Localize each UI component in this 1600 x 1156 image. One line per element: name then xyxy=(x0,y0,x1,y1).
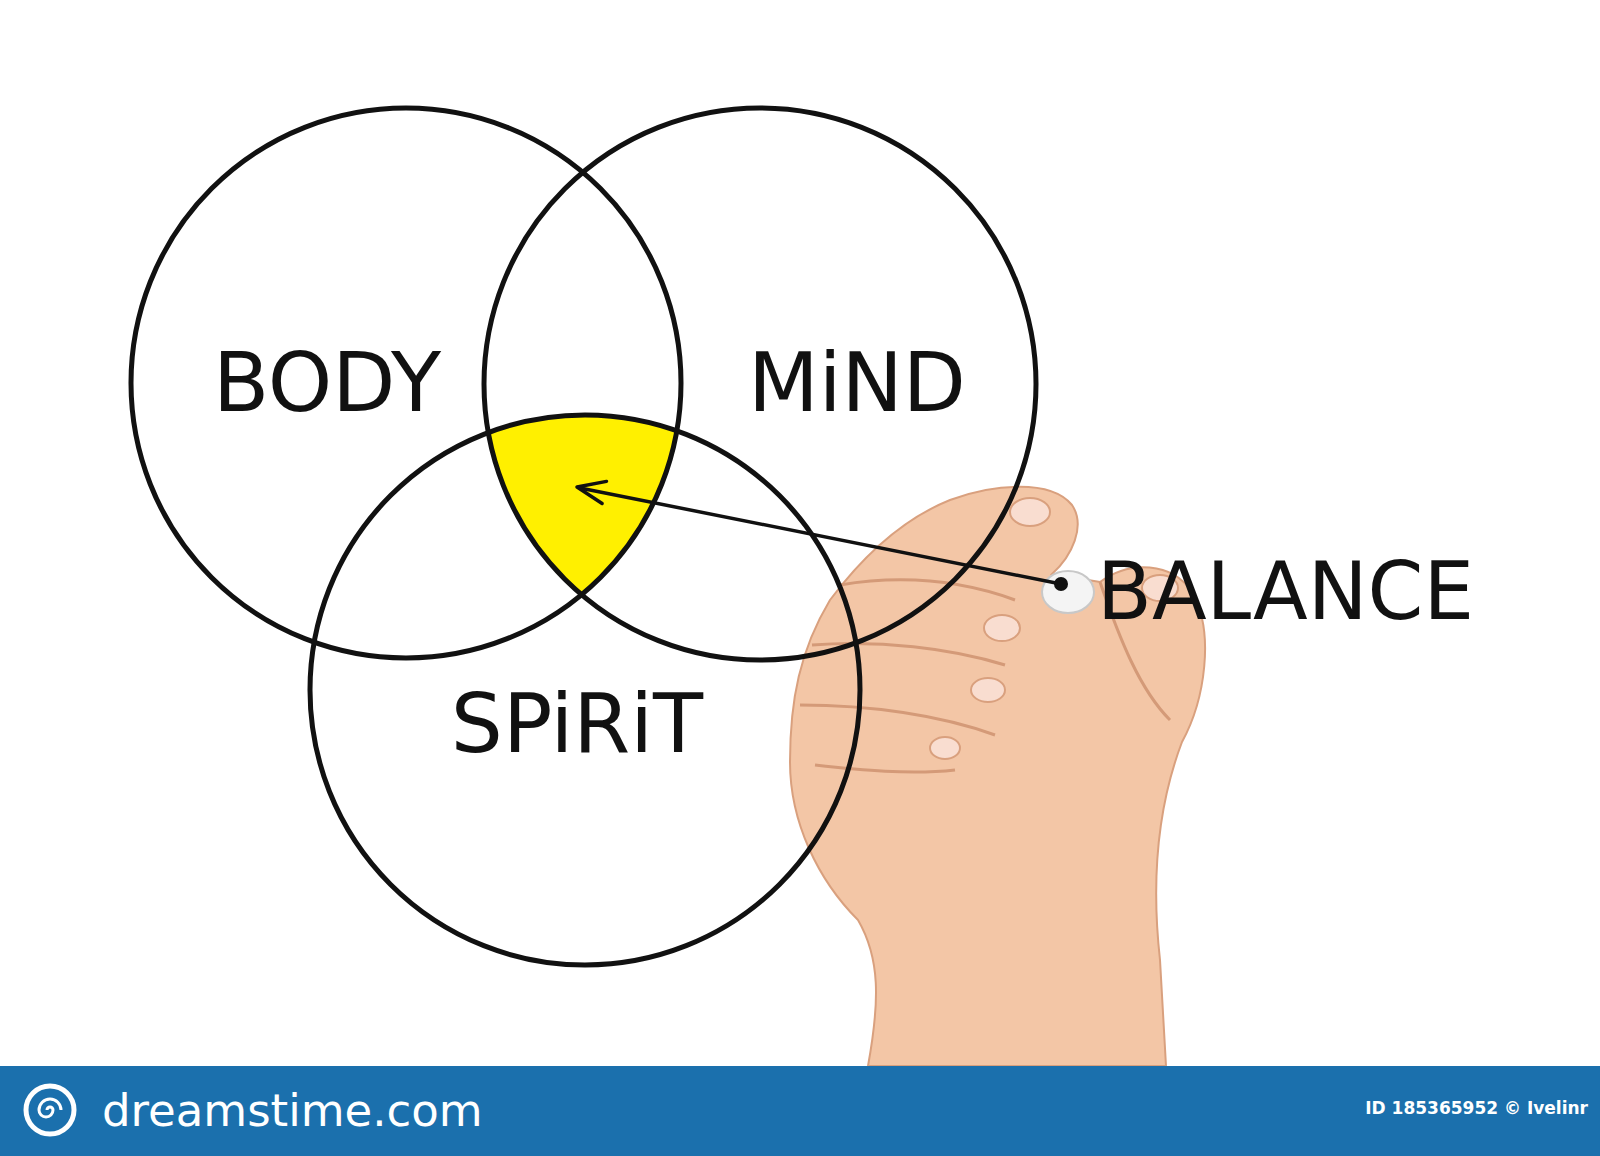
footer-logo xyxy=(26,1086,74,1134)
watermark-brand: dreamstime.com xyxy=(102,1088,483,1133)
circle-set: BODY xyxy=(125,102,687,664)
circle-outline xyxy=(484,108,1036,660)
marker-pen xyxy=(1042,571,1094,613)
intersection-highlight xyxy=(131,108,681,658)
set-label: BODY xyxy=(213,342,441,424)
set-label: SPiRiT xyxy=(451,683,703,765)
circle-outline xyxy=(310,415,860,965)
circle-set: SPiRiT xyxy=(304,409,866,971)
circle-set: MiND xyxy=(478,102,1042,666)
set-label: MiND xyxy=(748,342,966,424)
footer-bar xyxy=(0,1066,1600,1156)
callout-label: BALANCE xyxy=(1097,552,1474,632)
circle-outline xyxy=(131,108,681,658)
leader-arrow xyxy=(577,481,1056,583)
watermark-id: ID 185365952 © Ivelinr xyxy=(1365,1100,1588,1117)
